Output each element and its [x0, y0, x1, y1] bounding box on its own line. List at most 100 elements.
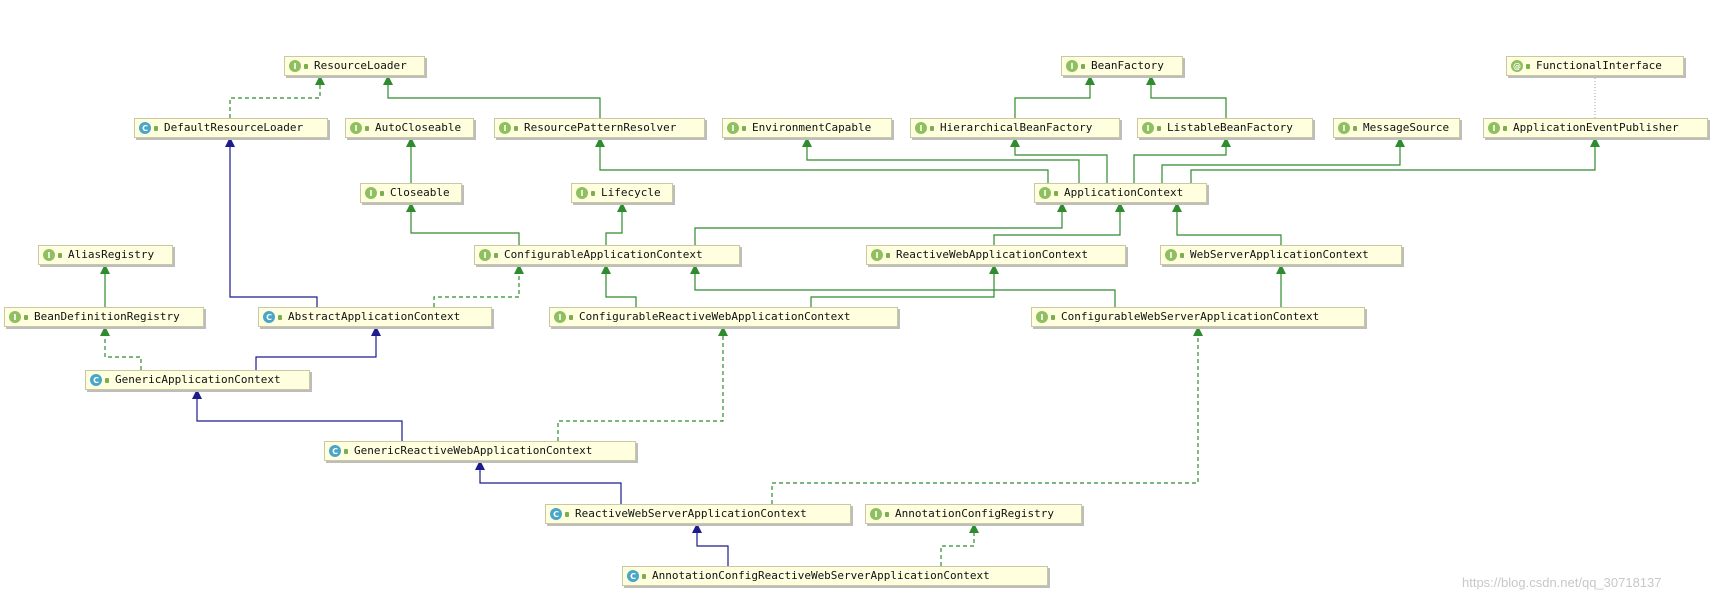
public-visibility-icon	[57, 251, 63, 259]
node-label: BeanDefinitionRegistry	[34, 310, 180, 323]
node-alias-registry[interactable]: I AliasRegistry	[38, 245, 173, 265]
node-label: WebServerApplicationContext	[1190, 248, 1369, 261]
edge-reactive-web-application-context-to-application-context	[993, 202, 1125, 245]
node-label: ApplicationEventPublisher	[1513, 121, 1679, 134]
node-message-source[interactable]: I MessageSource	[1333, 118, 1460, 138]
interface-type-icon: I	[1338, 122, 1350, 134]
edge-application-context-to-listable-bean-factory	[1133, 137, 1231, 183]
edge-configurable-web-server-application-context-to-configurable-application-context	[690, 264, 1116, 307]
class-type-icon: C	[550, 508, 562, 520]
edge-reactive-web-server-application-context-to-generic-reactive-web-application-context	[475, 460, 622, 504]
interface-type-icon: I	[1066, 60, 1078, 72]
edge-application-context-to-message-source	[1161, 137, 1405, 183]
public-visibility-icon	[1179, 251, 1185, 259]
interface-type-icon: I	[350, 122, 362, 134]
interface-type-icon: I	[1036, 311, 1048, 323]
edge-annotation-config-reactive-web-server-application-context-to-reactive-web-server-application-context	[692, 523, 729, 566]
node-label: AliasRegistry	[68, 248, 155, 261]
interface-type-icon: I	[43, 249, 55, 261]
public-visibility-icon	[104, 376, 110, 384]
node-label: HierarchicalBeanFactory	[940, 121, 1093, 134]
node-resource-pattern-resolver[interactable]: I ResourcePatternResolver	[494, 118, 705, 138]
watermark: https://blog.csdn.net/qq_30718137	[1462, 575, 1662, 590]
interface-type-icon: I	[499, 122, 511, 134]
node-hierarchical-bean-factory[interactable]: I HierarchicalBeanFactory	[910, 118, 1120, 138]
node-application-context[interactable]: I ApplicationContext	[1034, 183, 1207, 203]
node-label: ApplicationContext	[1064, 186, 1184, 199]
node-functional-interface[interactable]: @FunctionalInterface	[1506, 56, 1684, 76]
public-visibility-icon	[379, 189, 385, 197]
node-label: ConfigurableWebServerApplicationContext	[1061, 310, 1320, 323]
edge-generic-application-context-to-bean-definition-registry	[100, 326, 142, 370]
edge-configurable-reactive-web-application-context-to-reactive-web-application-context	[810, 264, 999, 307]
edge-configurable-application-context-to-lifecycle	[605, 202, 627, 245]
interface-type-icon: I	[289, 60, 301, 72]
interface-type-icon: I	[727, 122, 739, 134]
node-abstract-application-context[interactable]: C AbstractApplicationContext	[258, 307, 492, 327]
node-label: GenericApplicationContext	[115, 373, 281, 386]
interface-type-icon: I	[1142, 122, 1154, 134]
interface-type-icon: I	[870, 508, 882, 520]
edge-configurable-application-context-to-application-context	[694, 202, 1067, 245]
node-configurable-web-server-application-context[interactable]: I ConfigurableWebServerApplicationContext	[1031, 307, 1365, 327]
interface-type-icon: I	[479, 249, 491, 261]
interface-type-icon: I	[915, 122, 927, 134]
public-visibility-icon	[277, 313, 283, 321]
interface-type-icon: I	[1039, 187, 1051, 199]
public-visibility-icon	[343, 447, 349, 455]
public-visibility-icon	[568, 313, 574, 321]
node-label: Lifecycle	[601, 186, 661, 199]
edge-abstract-application-context-to-default-resource-loader	[225, 137, 318, 307]
class-type-icon: C	[263, 311, 275, 323]
edge-generic-reactive-web-application-context-to-configurable-reactive-web-application-context	[557, 326, 728, 441]
public-visibility-icon	[364, 124, 370, 132]
edge-web-server-application-context-to-application-context	[1172, 202, 1282, 245]
node-lifecycle[interactable]: I Lifecycle	[571, 183, 673, 203]
edge-configurable-application-context-to-closeable	[406, 202, 520, 245]
public-visibility-icon	[23, 313, 29, 321]
node-label: Closeable	[390, 186, 450, 199]
edge-hierarchical-bean-factory-to-bean-factory	[1014, 75, 1095, 118]
class-type-icon: C	[329, 445, 341, 457]
node-label: DefaultResourceLoader	[164, 121, 304, 134]
public-visibility-icon	[564, 510, 570, 518]
node-label: ResourcePatternResolver	[524, 121, 677, 134]
edge-generic-reactive-web-application-context-to-generic-application-context	[192, 389, 403, 441]
node-label: AbstractApplicationContext	[288, 310, 461, 323]
public-visibility-icon	[1050, 313, 1056, 321]
node-label: ReactiveWebApplicationContext	[896, 248, 1089, 261]
public-visibility-icon	[590, 189, 596, 197]
interface-type-icon: I	[576, 187, 588, 199]
public-visibility-icon	[1352, 124, 1358, 132]
edge-application-context-to-environment-capable	[802, 137, 1080, 183]
interface-type-icon: I	[871, 249, 883, 261]
node-reactive-web-application-context[interactable]: I ReactiveWebApplicationContext	[866, 245, 1126, 265]
public-visibility-icon	[303, 62, 309, 70]
edge-application-context-to-hierarchical-bean-factory	[1010, 137, 1108, 183]
interface-type-icon: I	[554, 311, 566, 323]
edge-default-resource-loader-to-resource-loader	[229, 75, 325, 118]
edge-layer	[100, 75, 1600, 566]
node-label: MessageSource	[1363, 121, 1450, 134]
public-visibility-icon	[741, 124, 747, 132]
public-visibility-icon	[641, 572, 647, 580]
public-visibility-icon	[885, 251, 891, 259]
node-label: FunctionalInterface	[1536, 59, 1662, 72]
